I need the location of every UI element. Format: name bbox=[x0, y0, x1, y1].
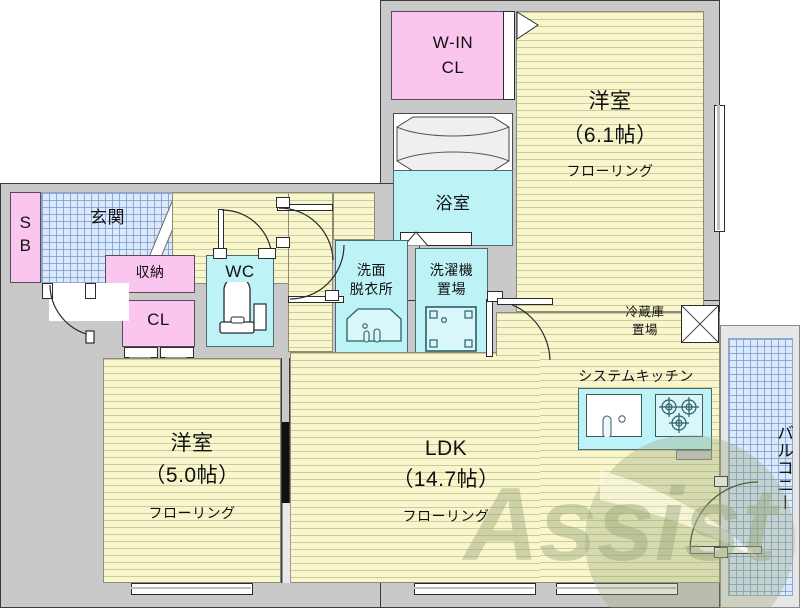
bathroom-door-icon bbox=[403, 231, 429, 246]
room-storage bbox=[105, 255, 195, 293]
toilet-icon bbox=[219, 282, 267, 334]
wc-door-jamb-right bbox=[258, 248, 276, 259]
balcony-door-jamb-bot bbox=[714, 547, 728, 558]
window-bedroom50-bottom[interactable] bbox=[131, 583, 253, 595]
bathtub-icon bbox=[396, 116, 510, 172]
room-closet bbox=[122, 300, 195, 347]
wc-door-jamb-left bbox=[213, 248, 227, 259]
corridor-floor-3 bbox=[333, 192, 375, 240]
window-ldk-balcony-mullion bbox=[556, 587, 676, 589]
entry-door-jamb-left bbox=[42, 283, 53, 299]
window-ldk-bottom[interactable] bbox=[414, 583, 536, 595]
window-ldk-balcony[interactable] bbox=[556, 583, 678, 595]
ldk-door-swing-icon[interactable] bbox=[488, 298, 556, 364]
washing-machine-icon bbox=[425, 306, 477, 352]
bedroom50-door-jamb bbox=[325, 290, 339, 301]
room-shoe-box bbox=[10, 192, 41, 283]
window-ldk-mullion bbox=[414, 587, 534, 589]
sliding-door-bedroom50[interactable] bbox=[282, 422, 289, 503]
bedroom50-door-panel[interactable] bbox=[288, 296, 344, 303]
room-ldk bbox=[290, 352, 548, 583]
sliding-door-track[interactable] bbox=[282, 503, 291, 583]
stove-burners-icon bbox=[659, 397, 699, 433]
kitchen-faucet-icon bbox=[602, 415, 626, 437]
win-cl-door-slot[interactable] bbox=[503, 11, 515, 100]
room-bedroom-61-lower bbox=[516, 200, 704, 312]
kitchen-sink bbox=[586, 394, 642, 437]
room-win-cl bbox=[391, 11, 515, 100]
entry-door-jamb-right bbox=[85, 283, 96, 299]
room-bedroom-61 bbox=[516, 11, 704, 201]
balcony-door-jamb-top bbox=[714, 476, 728, 487]
entry-door-swing-icon[interactable] bbox=[44, 283, 104, 345]
balcony-door-swing-icon[interactable] bbox=[688, 480, 762, 554]
kitchen-counter-edge bbox=[676, 450, 712, 460]
washroom-door-jamb-bot bbox=[276, 237, 290, 248]
refrigerator-x-icon bbox=[681, 305, 719, 343]
win-cl-entry-icon bbox=[516, 11, 539, 40]
room-bedroom-50 bbox=[103, 358, 281, 583]
vanity-sink-icon bbox=[346, 308, 402, 343]
washroom-door-jamb-top bbox=[276, 197, 290, 208]
ldk-door-jamb-top bbox=[487, 291, 503, 302]
window-bedroom50-mullion bbox=[131, 587, 251, 589]
window-bedroom61-right-mullion bbox=[717, 105, 720, 230]
washroom-door-swing-icon[interactable] bbox=[277, 204, 335, 262]
bedroom50-door-swing-icon[interactable] bbox=[288, 243, 346, 303]
room-balcony bbox=[728, 338, 793, 596]
bedroom61-door-panel[interactable] bbox=[497, 298, 553, 305]
